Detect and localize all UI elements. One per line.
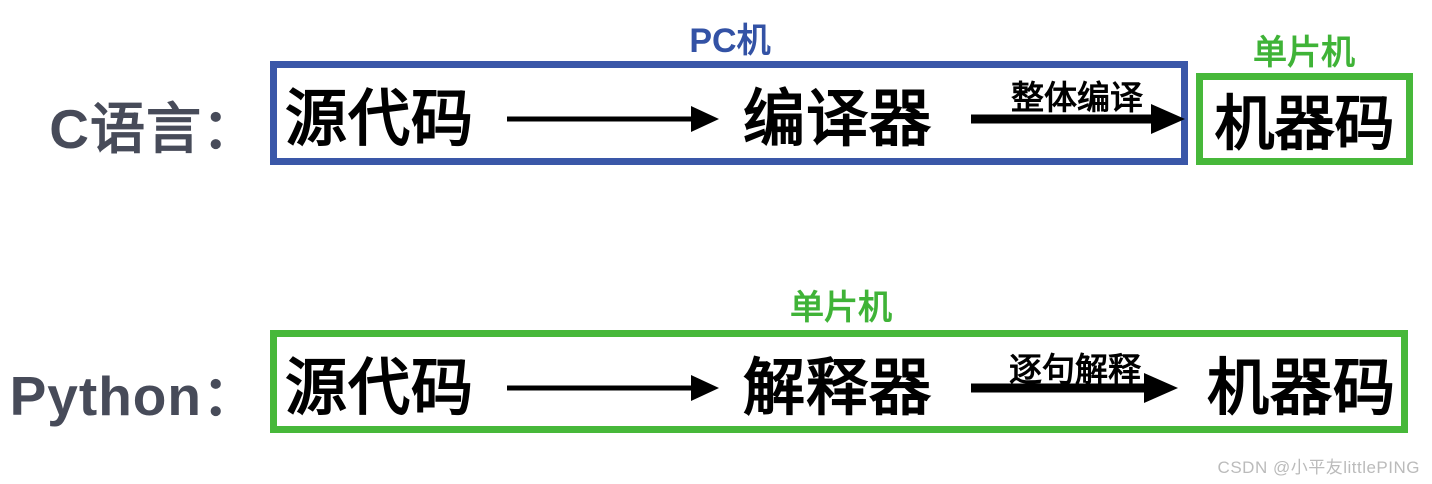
row-c-machine-code-node: 机器码: [1214, 90, 1395, 158]
row-c-compiler-node: 编译器: [743, 85, 933, 154]
row-python-mcu-box: 源代码 解释器 逐句解释 机器码: [270, 330, 1408, 433]
row-c-compile-arrow-icon: [971, 104, 1185, 134]
row-c-flow-arrow-icon: [507, 104, 719, 134]
row-python-language-label: Python：: [9, 365, 258, 427]
row-c-source-code-node: 源代码: [285, 85, 475, 154]
row-python-interpreter-node: 解释器: [743, 353, 933, 423]
row-python-interpret-arrow-label: 逐句解释: [1009, 351, 1141, 388]
arrow-shaft: [507, 385, 693, 391]
row-c-output-platform-label-mcu: 单片机: [1253, 34, 1355, 72]
arrow-head: [691, 106, 719, 132]
csdn-watermark: CSDN @小平友littlePING: [1217, 458, 1420, 477]
row-c-compile-arrow-label: 整体编译: [1011, 79, 1143, 116]
arrow-head: [1151, 104, 1185, 134]
row-c-language-label: C语言：: [49, 98, 258, 160]
arrow-head: [1144, 373, 1178, 403]
row-c-mcu-box: 机器码: [1196, 73, 1413, 165]
row-python-platform-label-mcu: 单片机: [790, 289, 892, 327]
row-c-platform-label-pc: PC机: [689, 22, 771, 60]
row-c-pc-box: 源代码 编译器 整体编译: [270, 61, 1188, 165]
arrow-shaft: [507, 116, 693, 122]
row-python-interpret-arrow-icon: [971, 373, 1178, 403]
arrow-head: [691, 375, 719, 401]
row-python-flow-arrow-icon: [507, 373, 719, 403]
row-python-machine-code-node: 机器码: [1207, 353, 1397, 423]
arrow-shaft: [971, 383, 1148, 393]
arrow-shaft: [971, 114, 1155, 124]
row-python-source-code-node: 源代码: [285, 353, 475, 423]
